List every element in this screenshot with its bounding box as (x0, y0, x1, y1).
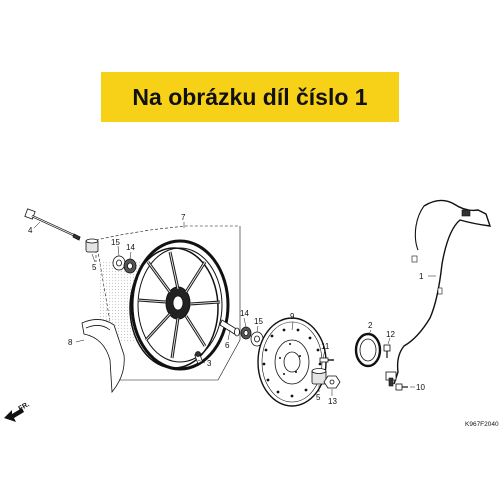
part-banner: Na obrázku díl číslo 1 (101, 72, 399, 122)
callout-15a: 15 (111, 238, 120, 247)
callout-12: 12 (386, 330, 395, 339)
callout-numbers: 1 2 3 4 5 5 6 7 8 9 10 11 12 13 14 14 15… (28, 213, 425, 406)
arrow-icon (4, 408, 24, 422)
callout-15b: 15 (254, 317, 263, 326)
bearing-right (240, 326, 264, 347)
callout-14b: 14 (240, 309, 249, 318)
nut-13 (323, 375, 341, 389)
collar-right (311, 368, 327, 385)
diagram-code: K967F2040 (465, 421, 499, 428)
callout-11: 11 (321, 342, 330, 351)
front-axle (24, 208, 81, 241)
callout-7: 7 (181, 213, 186, 222)
bearing-left (112, 255, 137, 274)
distance-collar (219, 319, 240, 337)
abs-sensor-cable (385, 199, 492, 387)
callout-14a: 14 (126, 243, 135, 252)
front-direction-arrow: FR. (4, 401, 31, 422)
callout-6: 6 (225, 341, 230, 350)
callout-2: 2 (368, 321, 373, 330)
callout-9: 9 (290, 312, 295, 321)
pulser-ring (354, 332, 382, 368)
callout-5b: 5 (316, 393, 321, 402)
callout-4: 4 (28, 226, 33, 235)
disc-bolt (319, 357, 334, 363)
collar-left (85, 238, 99, 253)
front-wheel (129, 239, 230, 371)
leader-lines (33, 221, 436, 396)
callout-3: 3 (207, 359, 212, 368)
callout-1: 1 (419, 272, 424, 281)
callout-10: 10 (416, 383, 425, 392)
fender-piece (81, 319, 125, 394)
callout-13: 13 (328, 397, 337, 406)
bolt-12 (383, 344, 391, 358)
bolt-10 (395, 383, 408, 391)
callout-8: 8 (68, 338, 73, 347)
direction-label: FR. (18, 401, 31, 413)
callout-5a: 5 (92, 263, 97, 272)
